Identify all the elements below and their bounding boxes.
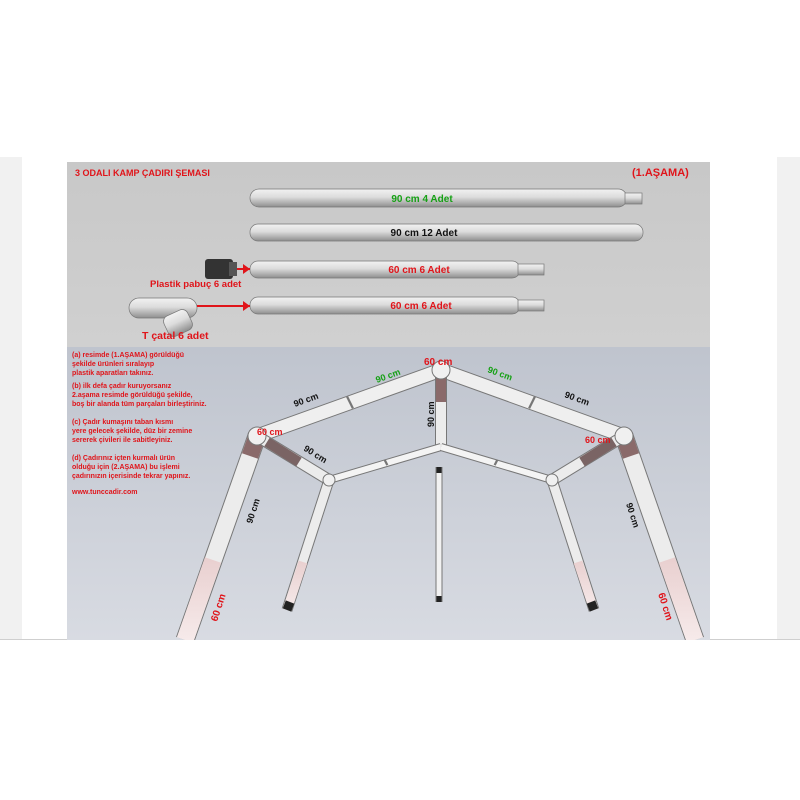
pole-60cm-6pcs-a: 60 cm 6 Adet bbox=[249, 260, 545, 279]
left-inner-brace bbox=[253, 430, 333, 486]
right-joint bbox=[614, 426, 634, 446]
instruction-b-line3: boş bir alanda tüm parçaları birleştirin… bbox=[72, 401, 207, 408]
right-side-bar bbox=[777, 157, 800, 640]
left-upper-arc bbox=[254, 362, 444, 444]
instruction-a-line3: plastik aparatları takınız. bbox=[72, 370, 153, 377]
right-upper-arc bbox=[438, 362, 627, 444]
instruction-c-line3: sererek çivileri ile sabitleyiniz. bbox=[72, 437, 172, 444]
tent-assembly-diagram: 3 ODALI KAMP ÇADIRI ŞEMASI (1.AŞAMA) 90 … bbox=[67, 162, 710, 640]
left-side-bar bbox=[0, 157, 22, 640]
pole-60cm-6pcs-b: 60 cm 6 Adet bbox=[249, 296, 545, 315]
instructions: (a) resimde (1.AŞAMA) görüldüğü şekilde … bbox=[72, 352, 207, 480]
plastic-shoe-label: Plastik pabuç 6 adet bbox=[150, 279, 242, 290]
top-joint-label: 60 cm bbox=[424, 357, 452, 368]
right-inner-brace bbox=[548, 430, 628, 486]
instruction-d-line3: çadırınızın içerisinde tekrar yapınız. bbox=[72, 473, 190, 480]
right-inner-leg bbox=[546, 478, 600, 612]
top-joint bbox=[431, 360, 451, 380]
left-joint bbox=[247, 426, 267, 446]
instruction-a-line1: (a) resimde (1.AŞAMA) görüldüğü bbox=[72, 352, 184, 359]
instruction-b-line2: 2.aşama resimde görüldüğü şekilde, bbox=[72, 392, 193, 399]
website-link: www.tunccadir.com bbox=[71, 489, 137, 496]
left-outer-leg bbox=[176, 432, 266, 640]
inner-ridge bbox=[327, 443, 554, 484]
instruction-b-line1: (b) ilk defa çadır kuruyorsanız bbox=[72, 383, 172, 390]
center-vertical-label: 90 cm bbox=[426, 401, 436, 427]
left-inner-leg bbox=[281, 478, 335, 612]
instruction-a-line2: şekilde ürünleri sıralayıp bbox=[72, 361, 154, 368]
instruction-d-line1: (d) Çadırınız içten kurmalı ürün bbox=[72, 455, 175, 462]
instruction-d-line2: olduğu için (2.AŞAMA) bu işlemi bbox=[72, 464, 180, 471]
plastic-shoe bbox=[205, 259, 250, 279]
pole-60cm-6pcs-a-label: 60 cm 6 Adet bbox=[388, 265, 450, 276]
right-joint-label: 60 cm bbox=[585, 435, 611, 445]
tent-frame bbox=[176, 360, 704, 640]
stage-label: (1.AŞAMA) bbox=[632, 167, 689, 179]
pole-90cm-4pcs: 90 cm 4 Adet bbox=[249, 188, 643, 208]
right-outer-leg bbox=[615, 432, 704, 640]
pole-90cm-4pcs-label: 90 cm 4 Adet bbox=[391, 194, 453, 205]
t-fork-label: T çatal 6 adet bbox=[142, 330, 209, 342]
t-fork bbox=[128, 297, 250, 337]
page-title: 3 ODALI KAMP ÇADIRI ŞEMASI bbox=[75, 168, 210, 178]
instruction-c-line1: (c) Çadır kumaşını taban kısmı bbox=[72, 419, 173, 426]
pole-90cm-12pcs: 90 cm 12 Adet bbox=[249, 223, 644, 242]
pole-90cm-12pcs-label: 90 cm 12 Adet bbox=[391, 228, 459, 239]
inner-right-joint bbox=[545, 473, 559, 487]
inner-left-joint bbox=[322, 473, 336, 487]
instruction-c-line2: yere gelecek şekilde, düz bir zemine bbox=[72, 428, 192, 435]
pole-60cm-6pcs-b-label: 60 cm 6 Adet bbox=[390, 301, 452, 312]
left-joint-label: 60 cm bbox=[257, 427, 283, 437]
